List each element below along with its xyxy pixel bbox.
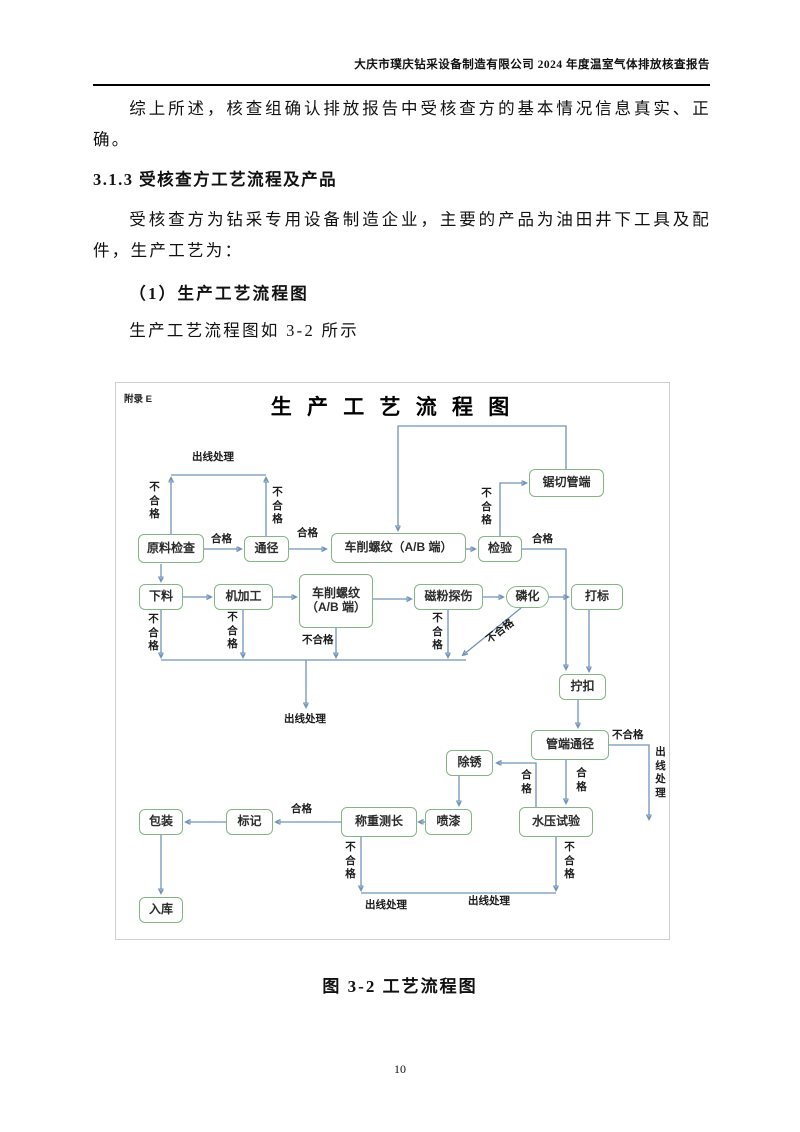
label-pass-drift-to-hydro: 合格 — [576, 767, 587, 793]
node-pipe-end-drift: 管端通径 — [531, 730, 609, 760]
label-fail-raw-material: 不合格 — [149, 481, 160, 521]
page-number: 10 — [394, 1062, 406, 1076]
node-stamping: 打标 — [571, 584, 623, 610]
label-offline-right: 出线处理 — [655, 746, 666, 799]
label-fail-magnetic-test: 不合格 — [432, 612, 443, 652]
label-fail-blanking: 不合格 — [148, 613, 159, 653]
label-pass-weighing: 合格 — [291, 803, 312, 815]
appendix-label: 附录 E — [124, 394, 152, 405]
label-offline-top: 出线处理 — [192, 451, 234, 463]
node-magnetic-particle-test: 磁粉探伤 — [414, 584, 483, 610]
node-marking: 标记 — [226, 809, 273, 835]
flowchart-connectors — [116, 425, 671, 941]
label-pass-hydro-to-rust: 合格 — [521, 769, 532, 795]
paragraph-intro: 受核查方为钻采专用设备制造企业，主要的产品为油田井下工具及配件，生产工艺为： — [93, 210, 711, 260]
process-flow-figure: 附录 E 生 产 工 艺 流 程 图 — [115, 382, 670, 940]
label-fail-hydro: 不合格 — [564, 841, 575, 881]
node-weighing-measuring: 称重测长 — [341, 807, 417, 837]
paragraph-summary: 综上所述，核查组确认排放报告中受核查方的基本情况信息真实、正确。 — [93, 99, 711, 149]
node-rust-removal: 除锈 — [446, 750, 493, 776]
label-fail-drift: 不合格 — [272, 486, 283, 526]
label-pass-drift: 合格 — [297, 527, 318, 539]
node-thread-turning-2: 车削螺纹 （A/B 端） — [299, 574, 373, 628]
node-thread-turning-1: 车削螺纹（A/B 端） — [331, 533, 466, 563]
node-saw-pipe-end: 锯切管端 — [529, 469, 604, 497]
figure-caption: 图 3-2 工艺流程图 — [322, 977, 478, 996]
node-blanking: 下料 — [139, 584, 183, 610]
header-divider — [93, 84, 710, 86]
label-fail-thread-turning: 不合格 — [302, 634, 334, 646]
node-packing: 包装 — [139, 809, 183, 835]
node-drift: 通径 — [244, 536, 289, 562]
section-heading: 3.1.3 受核查方工艺流程及产品 — [93, 170, 338, 189]
list-item-heading: （1）生产工艺流程图 — [129, 284, 310, 303]
node-warehousing: 入库 — [139, 897, 183, 923]
label-offline-mid: 出线处理 — [284, 713, 326, 725]
label-fail-inspection: 不合格 — [481, 487, 492, 527]
label-offline-bottom-right: 出线处理 — [468, 895, 510, 907]
label-fail-weighing: 不合格 — [345, 841, 356, 881]
node-hydro-test: 水压试验 — [519, 807, 593, 837]
node-inspection: 检验 — [478, 536, 522, 562]
label-pass-raw-material: 合格 — [211, 533, 232, 545]
label-pass-inspection: 合格 — [532, 533, 553, 545]
flowchart-title: 生 产 工 艺 流 程 图 — [270, 395, 515, 419]
report-header-title: 大庆市璞庆钻采设备制造有限公司 2024 年度温室气体排放核查报告 — [354, 59, 710, 71]
node-make-up: 拧扣 — [559, 674, 606, 700]
label-fail-machining: 不合格 — [227, 611, 238, 651]
node-phosphating: 磷化 — [506, 586, 549, 608]
paragraph-figure-ref: 生产工艺流程图如 3-2 所示 — [129, 321, 360, 340]
node-raw-material-inspection: 原料检查 — [138, 534, 204, 563]
label-fail-pipe-end-drift: 不合格 — [612, 729, 644, 741]
node-painting: 喷漆 — [425, 809, 472, 835]
label-offline-bottom-left: 出线处理 — [365, 899, 407, 911]
node-machining: 机加工 — [214, 584, 273, 610]
